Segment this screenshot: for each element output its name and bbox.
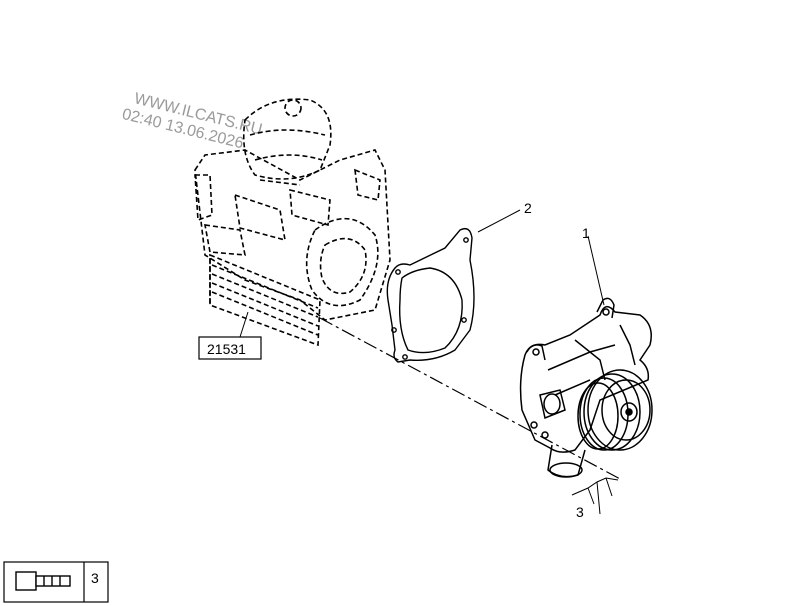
gasket[interactable] xyxy=(386,227,475,363)
reference-box-label: 21531 xyxy=(207,341,246,357)
legend-bolt-number: 3 xyxy=(91,570,99,586)
assembly-axis xyxy=(319,317,623,481)
callout-bolt: 3 xyxy=(576,504,584,520)
bolt-callout xyxy=(571,477,619,515)
callout-gasket: 2 xyxy=(524,200,532,216)
reference-box-frame xyxy=(198,336,262,360)
watermark: WWW.ILCATS.RU 02:40 13.06.2026 xyxy=(120,90,264,152)
bolt-icon xyxy=(15,571,71,591)
gasket-leader xyxy=(477,209,521,233)
water-pump[interactable] xyxy=(519,297,653,478)
legend-box[interactable]: 3 xyxy=(3,561,109,603)
water-pump-leader xyxy=(587,235,605,306)
reference-box[interactable]: 21531 xyxy=(198,311,262,360)
reference-leader xyxy=(239,311,249,338)
engine-assembly xyxy=(194,98,391,347)
callout-water-pump: 1 xyxy=(582,225,590,241)
